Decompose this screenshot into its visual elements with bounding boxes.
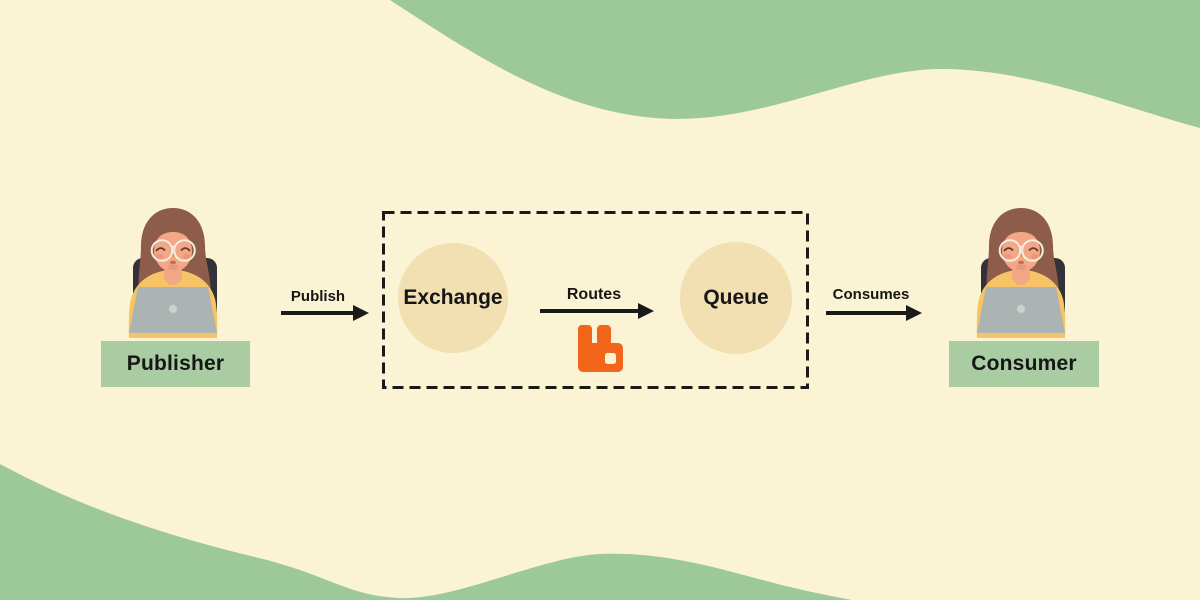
consumes-arrow xyxy=(826,305,922,321)
top-right-wave-shape xyxy=(390,0,1200,128)
publisher-person-icon xyxy=(120,205,230,341)
rabbitmq-icon xyxy=(578,325,623,372)
queue-node: Queue xyxy=(680,242,792,354)
routes-arrow xyxy=(540,303,654,319)
consumes-arrowhead xyxy=(906,305,922,321)
publish-arrow xyxy=(281,305,369,321)
consumer-person-icon xyxy=(968,205,1078,341)
consumer-label: Consumer xyxy=(949,341,1099,387)
exchange-node: Exchange xyxy=(398,243,508,353)
publish-arrowhead xyxy=(353,305,369,321)
rabbitmq-body xyxy=(578,343,623,372)
rabbitmq-notch xyxy=(605,353,616,364)
bottom-left-wave-shape xyxy=(0,464,852,600)
routes-arrow-label: Routes xyxy=(566,286,622,303)
publish-arrow-label: Publish xyxy=(290,288,346,305)
routes-arrowhead xyxy=(638,303,654,319)
consumes-arrow-label: Consumes xyxy=(832,286,910,303)
publisher-label: Publisher xyxy=(101,341,250,387)
